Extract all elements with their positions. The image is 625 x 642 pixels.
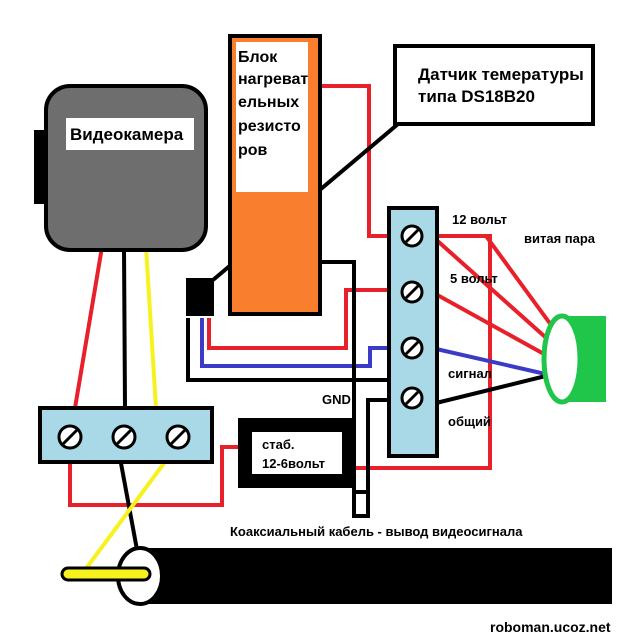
heater-label-line: ельных [238,94,299,111]
black-wire-to-coax [116,446,142,567]
regulator-label: стаб. 12-6вольт [262,437,325,471]
twisted-pair-connector: витая пара [524,231,606,405]
terminal-screw [57,424,83,450]
heater-label-area [236,42,308,192]
twisted-pair-label: витая пара [524,231,596,246]
yellow-wire-to-coax [80,445,178,576]
terminal-block-body [387,206,439,458]
sensor-body [186,278,214,316]
sensor-label-box [393,44,595,126]
camera-label: Видеокамера [70,125,184,144]
sensor-label-line: Датчик темературы [418,65,584,84]
label-signal: сигнал [448,366,492,381]
terminal-screw [400,224,424,248]
regulator-label-line: стаб. [262,437,294,452]
gnd-label: GND [322,392,351,407]
tp-red-1 [430,234,564,354]
terminal-screw [400,336,424,360]
red-wire-heater-to-12v [322,84,398,238]
terminal-screw [400,386,424,410]
black-wire-sensor-to-gnd [186,318,398,382]
tp-blue [431,346,564,380]
right-terminal-block: 12 вольт 5 вольт сигнал общий [387,206,507,458]
sensor-label: Датчик темературы типа DS18B20 [418,65,588,106]
heater-label-line: резисто [238,118,301,135]
label-common: общий [448,414,491,429]
heater-label-line: нагреват [238,71,308,88]
camera-black-wire [122,246,127,409]
red-wire-stab-to-12v [356,234,492,470]
regulator-label-box [252,432,342,474]
coax-label: Коаксиальный кабель - вывод видеосигнала [230,524,523,539]
camera-body [44,84,208,252]
camera-red-wire [73,246,104,409]
heater-block: Блок нагреват ельных резисто ров [228,34,322,316]
sensor-label-line: типа DS18B20 [418,87,535,106]
terminal-screw [165,424,191,450]
heater-label-line: Блок [238,49,278,66]
red-wire-lower-loop [68,445,238,507]
heater-label-line: ров [238,142,268,159]
black-wire-heater-gnd [318,260,398,518]
video-camera: Видеокамера [34,84,208,252]
watermark: roboman.ucoz.net [490,619,611,635]
coax-center-conductor [60,566,152,582]
terminal-screw [111,424,137,450]
tp-black [431,370,563,406]
blue-wire-sensor-to-signal [200,318,398,368]
coax-cable: Коаксиальный кабель - вывод видеосигнала [60,524,612,606]
voltage-regulator: стаб. 12-6вольт [238,418,356,488]
camera-yellow-wire [144,246,158,409]
regulator-label-line: 12-6вольт [262,456,325,471]
lower-terminal-block [38,406,214,464]
heater-label: Блок нагреват ельных резисто ров [238,49,313,159]
tp-red-3 [431,290,563,366]
label-12v: 12 вольт [452,212,507,227]
temperature-sensor: Датчик темературы типа DS18B20 [186,44,595,316]
red-wire-sensor-to-5v [207,288,398,350]
camera-label-box [66,118,194,150]
connector-face [541,313,583,405]
coax-jacket [140,548,612,604]
terminal-screw [400,280,424,304]
label-5v: 5 вольт [450,271,498,286]
